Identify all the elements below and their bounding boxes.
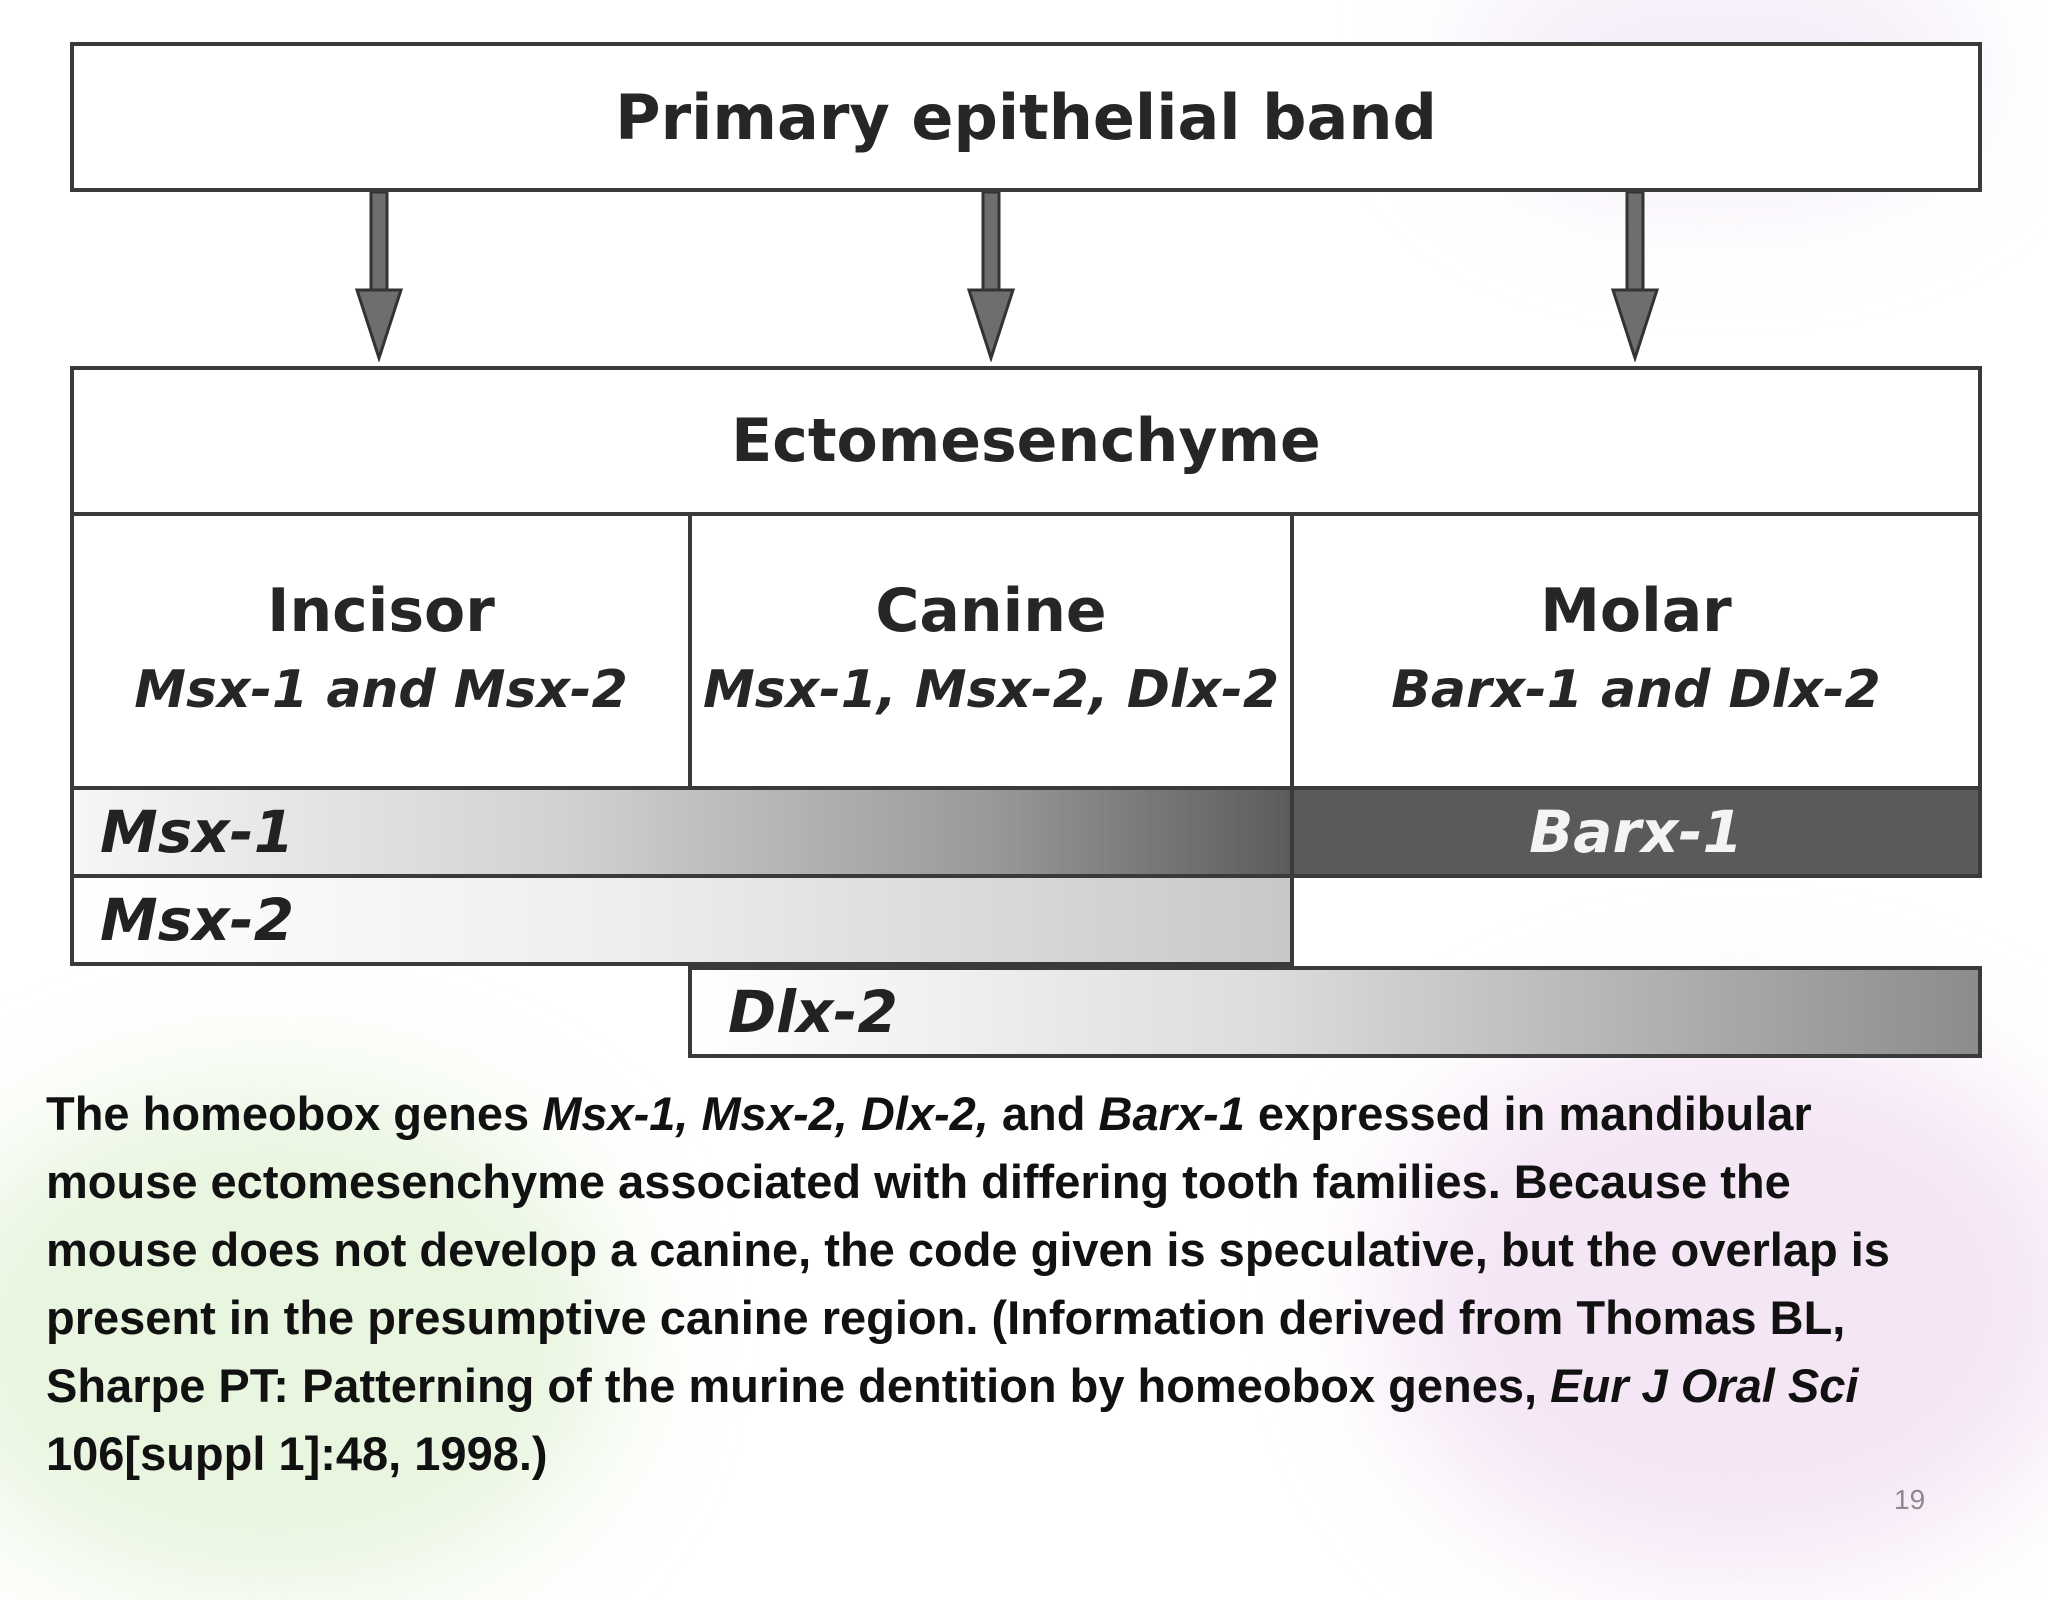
arrow-down-molar-icon xyxy=(1610,192,1660,362)
caption-text-run: and xyxy=(988,1087,1099,1140)
msx1-bar: Msx-1 xyxy=(70,786,1294,878)
caption-text-run: mouse does not develop a canine, the cod… xyxy=(46,1223,1890,1276)
dlx2-bar-label: Dlx-2 xyxy=(728,978,898,1046)
caption-text-run: 106[suppl 1]:48, 1998.) xyxy=(46,1427,548,1480)
molar-genes: Barx-1 and Dlx-2 xyxy=(1391,660,1881,720)
incisor-genes: Msx-1 and Msx-2 xyxy=(134,660,628,720)
msx1-bar-label: Msx-1 xyxy=(100,798,295,866)
arrow-down-incisor-icon xyxy=(354,192,404,362)
caption-line: present in the presumptive canine region… xyxy=(46,1284,2006,1352)
caption-italic-run: Barx-1 xyxy=(1098,1087,1245,1140)
arrow-down-canine-icon xyxy=(966,192,1016,362)
ectomesenchyme-box: Ectomesenchyme xyxy=(70,366,1982,516)
caption-line: Sharpe PT: Patterning of the murine dent… xyxy=(46,1352,2006,1420)
caption: The homeobox genes Msx-1, Msx-2, Dlx-2, … xyxy=(46,1080,2006,1488)
caption-text-run: mouse ectomesenchyme associated with dif… xyxy=(46,1155,1791,1208)
molar-column: Molar Barx-1 and Dlx-2 xyxy=(1290,512,1982,790)
dlx2-bar: Dlx-2 xyxy=(688,966,1982,1058)
barx1-bar: Barx-1 xyxy=(1290,786,1982,878)
caption-text-run: expressed in mandibular xyxy=(1244,1087,1812,1140)
canine-genes: Msx-1, Msx-2, Dlx-2 xyxy=(702,660,1279,720)
caption-line: 106[suppl 1]:48, 1998.) xyxy=(46,1420,2006,1488)
caption-line: mouse ectomesenchyme associated with dif… xyxy=(46,1148,2006,1216)
molar-title: Molar xyxy=(1540,576,1732,646)
primary-epithelial-band-label: Primary epithelial band xyxy=(615,80,1437,154)
caption-text-run: present in the presumptive canine region… xyxy=(46,1291,1846,1344)
caption-line: mouse does not develop a canine, the cod… xyxy=(46,1216,2006,1284)
msx2-bar-label: Msx-2 xyxy=(100,886,295,954)
caption-italic-run: Msx-1, Msx-2, Dlx-2, xyxy=(542,1087,989,1140)
primary-epithelial-band-box: Primary epithelial band xyxy=(70,42,1982,192)
caption-text-run: The homeobox genes xyxy=(46,1087,543,1140)
page-number: 19 xyxy=(1894,1484,1926,1515)
canine-column: Canine Msx-1, Msx-2, Dlx-2 xyxy=(688,512,1294,790)
ectomesenchyme-label: Ectomesenchyme xyxy=(731,406,1321,476)
caption-text-run: Sharpe PT: Patterning of the murine dent… xyxy=(46,1359,1551,1412)
barx1-bar-label: Barx-1 xyxy=(1529,798,1743,866)
incisor-title: Incisor xyxy=(267,576,495,646)
msx2-bar: Msx-2 xyxy=(70,874,1294,966)
canine-title: Canine xyxy=(875,576,1107,646)
caption-line: The homeobox genes Msx-1, Msx-2, Dlx-2, … xyxy=(46,1080,2006,1148)
incisor-column: Incisor Msx-1 and Msx-2 xyxy=(70,512,692,790)
caption-italic-run: Eur J Oral Sci xyxy=(1550,1359,1859,1412)
